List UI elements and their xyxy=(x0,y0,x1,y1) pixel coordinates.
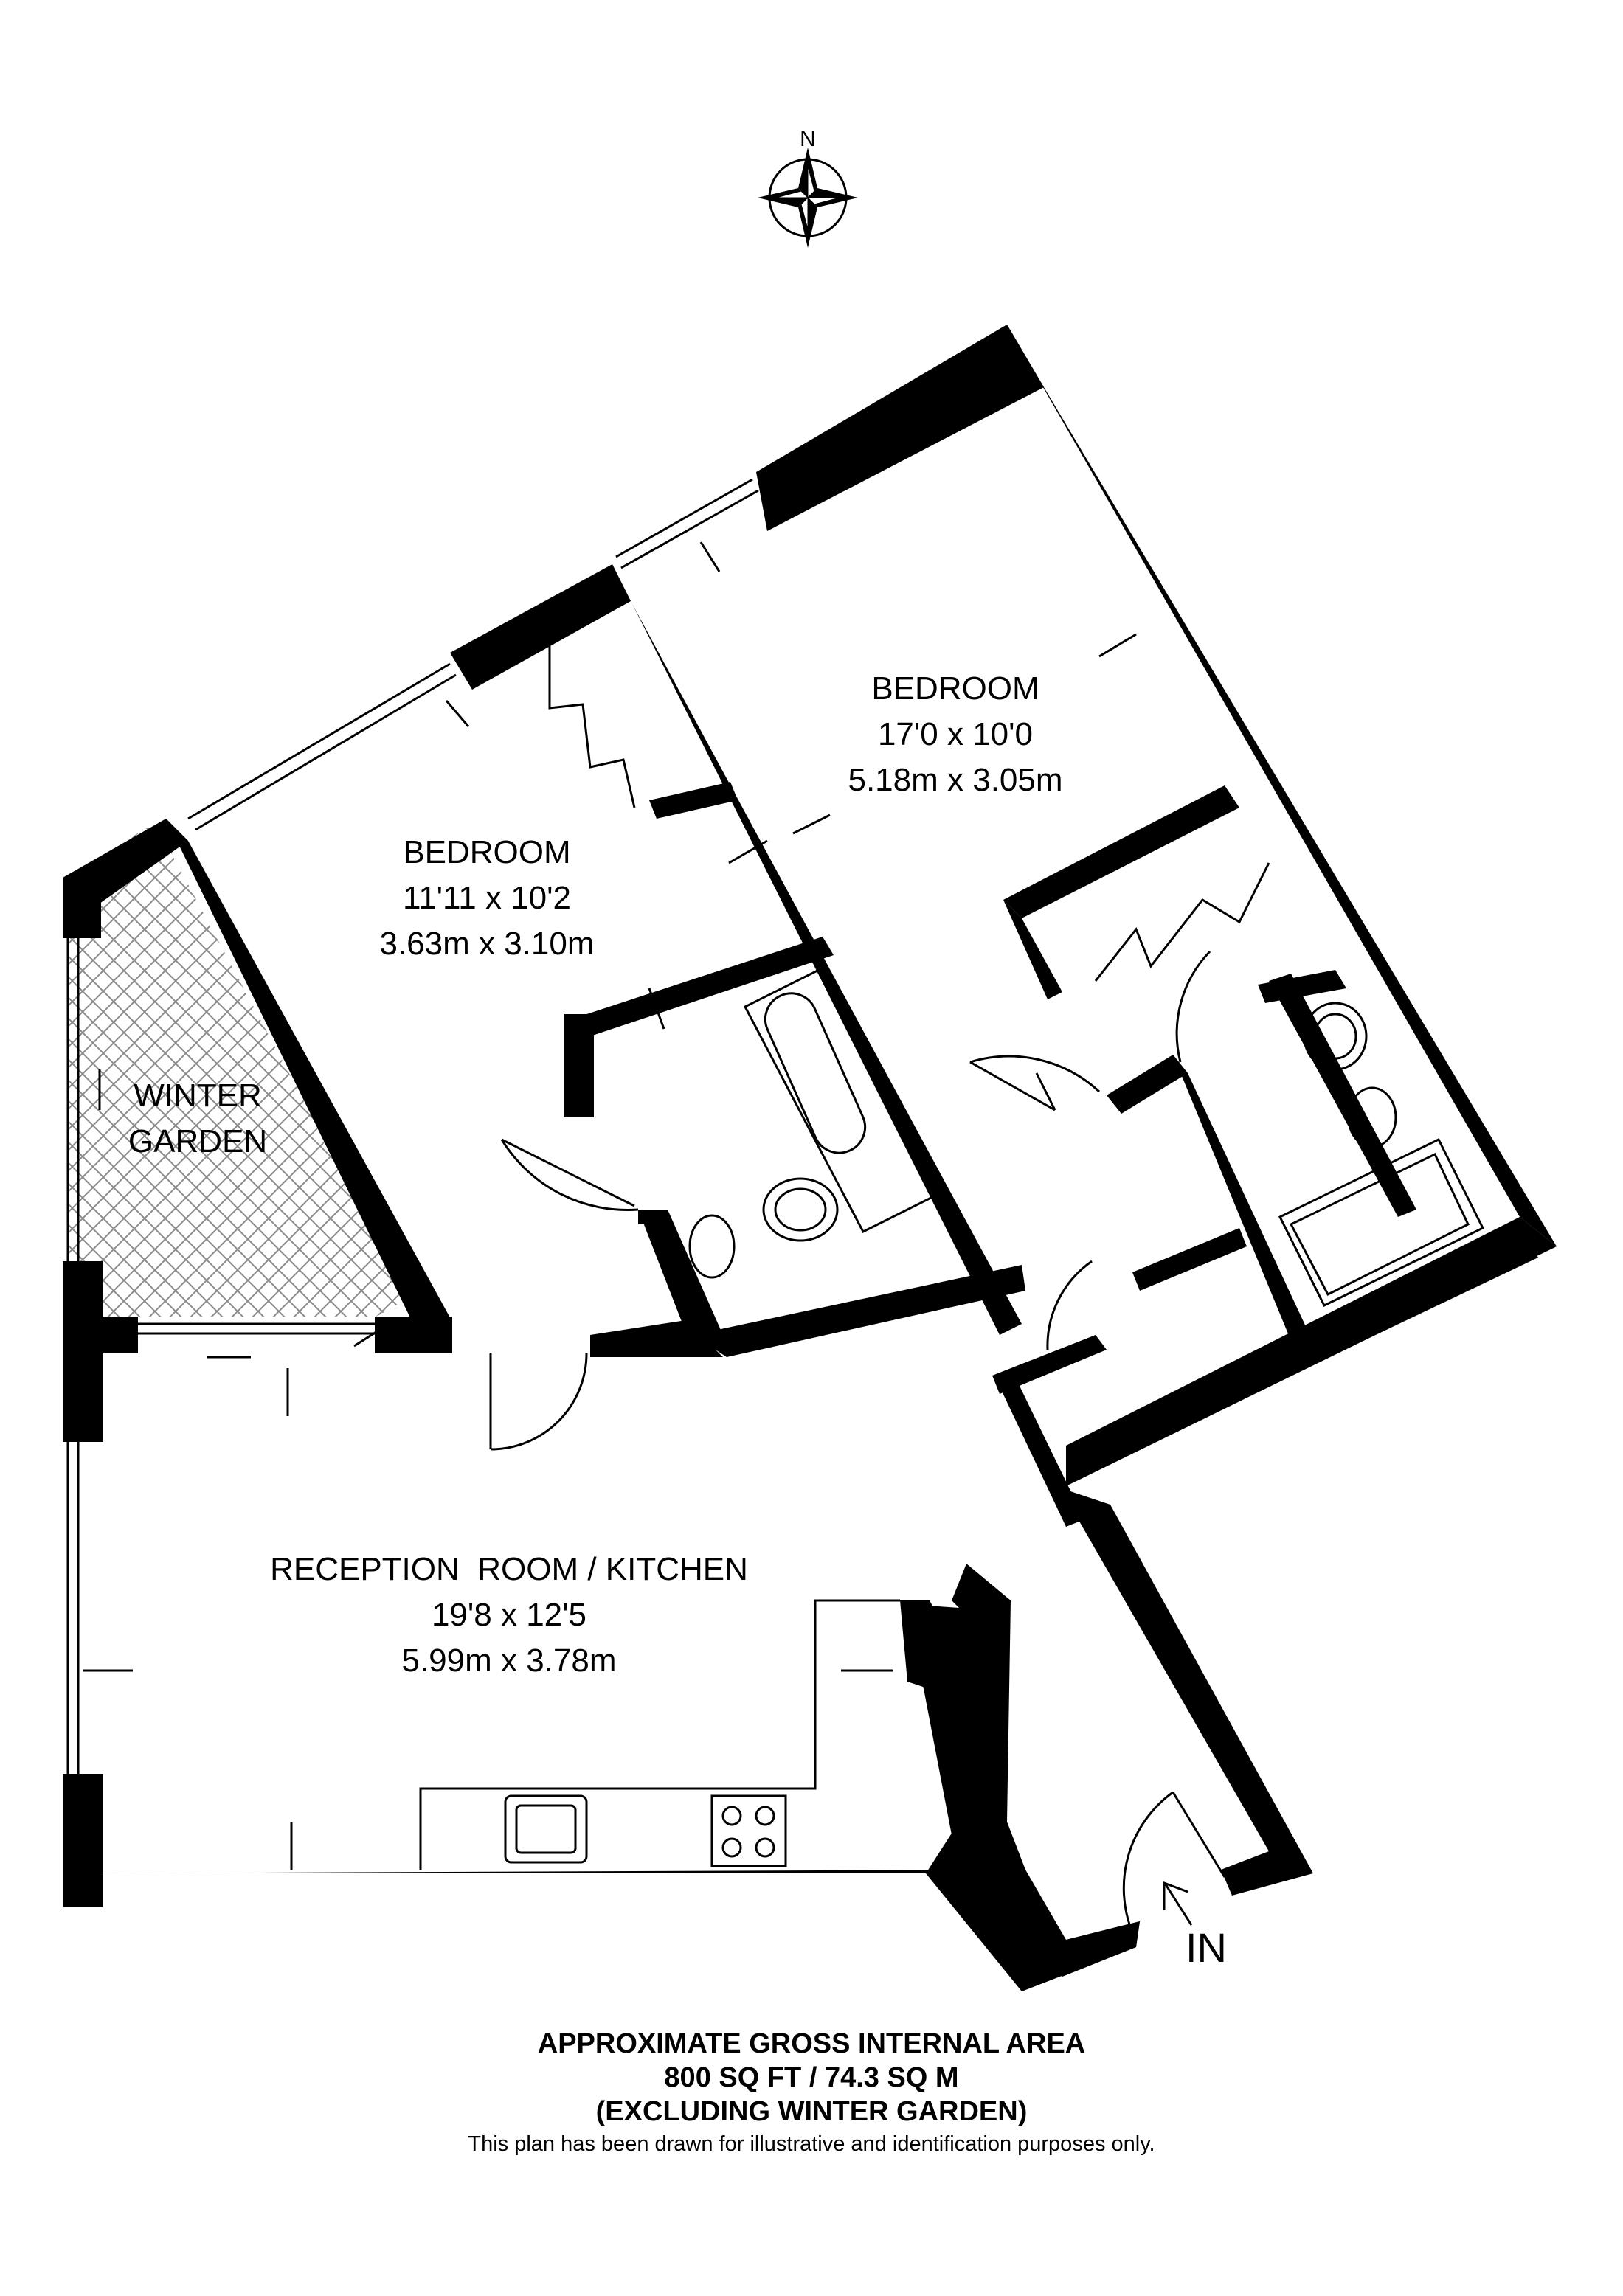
svg-text:GARDEN: GARDEN xyxy=(128,1123,267,1159)
disclaimer: This plan has been drawn for illustrativ… xyxy=(468,2132,1155,2156)
area-exclusion-note: (EXCLUDING WINTER GARDEN) xyxy=(595,2096,1028,2127)
kitchen-units xyxy=(419,1599,900,1870)
hob-icon xyxy=(710,1794,787,1867)
reception-label: RECEPTION ROOM / KITCHEN 19'8 x 12'5 5.9… xyxy=(270,1551,748,1679)
svg-text:BEDROOM: BEDROOM xyxy=(871,670,1039,707)
svg-text:5.18m x 3.05m: 5.18m x 3.05m xyxy=(848,762,1062,798)
windows xyxy=(66,478,759,1774)
kitchen-sink-icon xyxy=(504,1794,588,1864)
interior-walls xyxy=(564,564,1538,1527)
svg-text:5.99m x 3.78m: 5.99m x 3.78m xyxy=(401,1643,616,1679)
basin-icon xyxy=(762,1177,839,1242)
bathtub-icon xyxy=(743,964,938,1233)
svg-text:BEDROOM: BEDROOM xyxy=(403,834,570,870)
compass-north-label: N xyxy=(800,127,816,151)
svg-text:17'0 x 10'0: 17'0 x 10'0 xyxy=(878,716,1033,752)
bathroom-fixtures xyxy=(688,964,1485,1307)
bathtub-icon xyxy=(1278,1138,1485,1307)
area-value: 800 SQ FT / 74.3 SQ M xyxy=(664,2062,959,2093)
svg-text:RECEPTION ROOM / KITCHEN: RECEPTION ROOM / KITCHEN xyxy=(270,1551,748,1587)
winter-garden-floor xyxy=(68,822,409,1317)
entrance-arrow-icon xyxy=(1163,1881,1193,1926)
svg-text:19'8 x 12'5: 19'8 x 12'5 xyxy=(432,1597,586,1633)
svg-text:11'11 x 10'2: 11'11 x 10'2 xyxy=(403,880,571,916)
toilet-icon xyxy=(1347,1086,1397,1148)
toilet-icon xyxy=(688,1214,736,1279)
dimension-markers xyxy=(83,541,1137,1870)
basin-icon xyxy=(1303,1002,1368,1071)
bedroom-second-label: BEDROOM 11'11 x 10'2 3.63m x 3.10m xyxy=(379,834,594,962)
bedroom-main-label: BEDROOM 17'0 x 10'0 5.18m x 3.05m xyxy=(848,670,1062,798)
winter-garden-label: WINTER GARDEN xyxy=(128,1078,267,1159)
area-heading: APPROXIMATE GROSS INTERNAL AREA xyxy=(537,2028,1086,2059)
svg-text:3.63m x 3.10m: 3.63m x 3.10m xyxy=(379,926,594,962)
doors xyxy=(489,642,1270,1933)
entrance-label: IN xyxy=(1186,1924,1227,1971)
compass-rose-icon xyxy=(758,148,858,248)
svg-text:WINTER: WINTER xyxy=(134,1078,262,1114)
